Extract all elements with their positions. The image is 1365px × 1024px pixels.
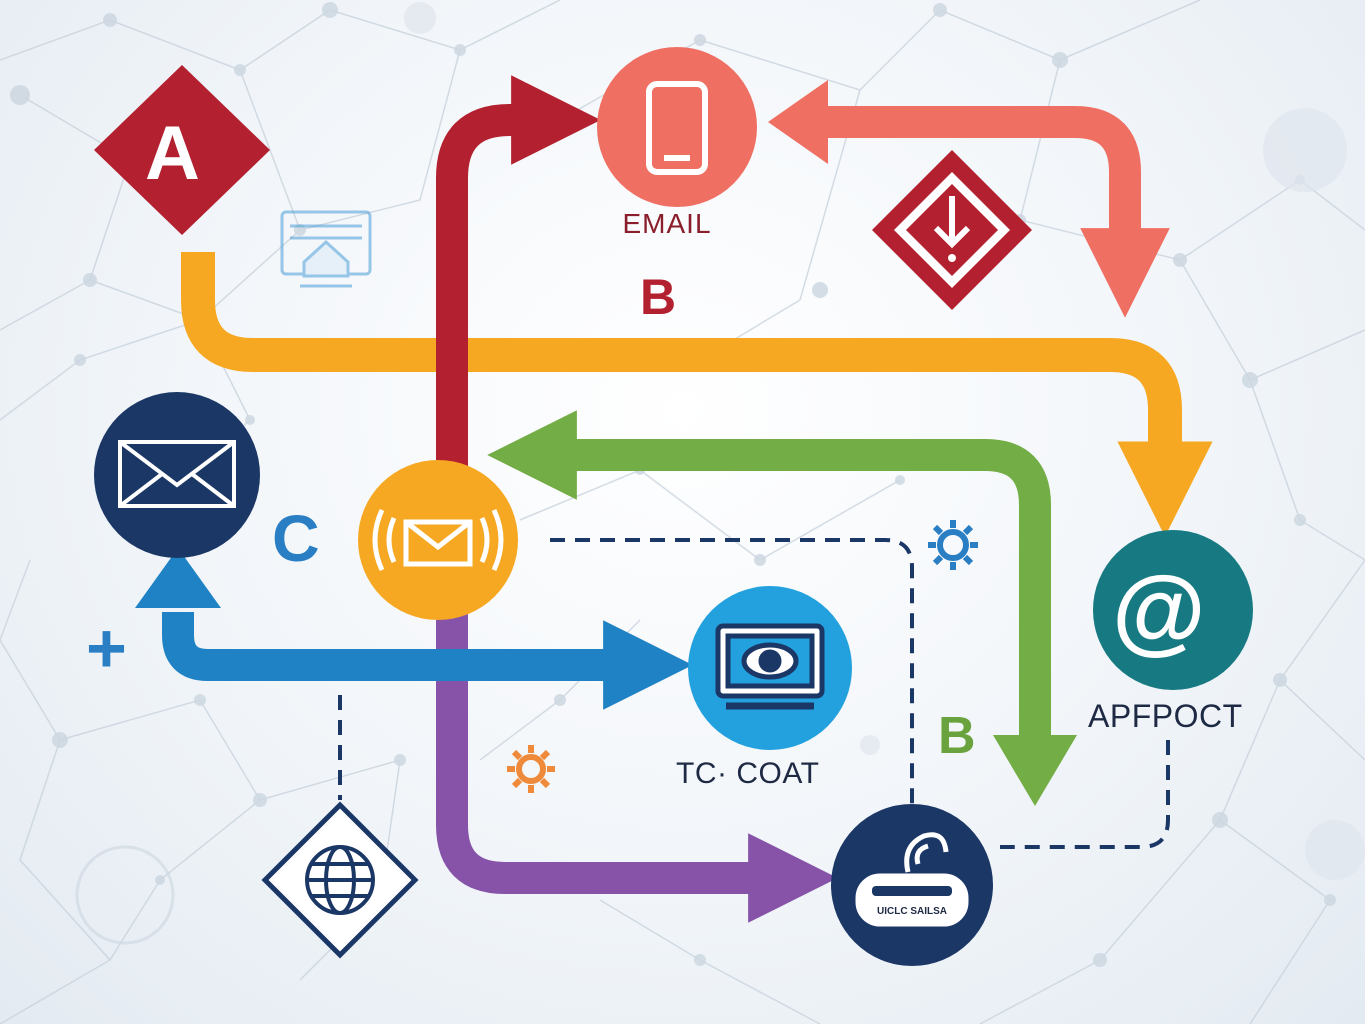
dashed-link-right [1000, 740, 1170, 849]
plus-icon: + [86, 609, 127, 687]
blue-flow-arrow [162, 612, 693, 710]
dashed-connectors [338, 538, 1170, 849]
node-monitor[interactable] [688, 586, 852, 750]
green-arrowhead-down [993, 735, 1077, 806]
node-c-label: C [272, 501, 320, 575]
globe-diamond[interactable] [261, 801, 419, 959]
node-b-label-top: B [640, 269, 677, 325]
node-at-sign[interactable] [1093, 530, 1253, 690]
tc-coat-label: TC· COAT [676, 757, 820, 790]
node-router[interactable] [831, 804, 993, 966]
at-sign-icon: @ [1112, 557, 1206, 664]
envelope-icon [118, 440, 236, 508]
monitor-icon [715, 623, 825, 710]
node-tablet[interactable] [597, 47, 757, 207]
orange-flow-arrow [181, 252, 1213, 537]
tablet-icon [646, 81, 708, 175]
node-wireless-mail[interactable] [358, 460, 518, 620]
download-warning-icon [872, 150, 1032, 310]
email-label: EMAIL [622, 208, 712, 239]
globe-icon [305, 845, 375, 915]
home-dashboard-icon [280, 210, 372, 288]
background-bubbles [75, 2, 1365, 945]
salmon-arrowhead-left [768, 80, 828, 164]
wireless-mail-icon [372, 508, 504, 572]
salmon-flow-arrow [818, 106, 1170, 318]
green-flow-arrow [487, 410, 1051, 735]
node-envelope[interactable] [94, 392, 260, 558]
gear-icon [507, 745, 555, 793]
node-a-diamond[interactable] [94, 65, 270, 235]
blue-arrowhead-up [135, 548, 221, 608]
node-a-label: A [145, 111, 200, 196]
purple-flow-arrow [436, 612, 838, 923]
node-b-label-green: B [938, 707, 976, 765]
router-icon [855, 832, 969, 927]
gear-icon [928, 520, 978, 570]
dashed-link-top [550, 538, 914, 808]
router-badge-text: UICLC SAILSA [877, 906, 947, 917]
red-flow-arrow [436, 75, 601, 470]
apfpoct-label: APFPOCT [1088, 698, 1243, 734]
